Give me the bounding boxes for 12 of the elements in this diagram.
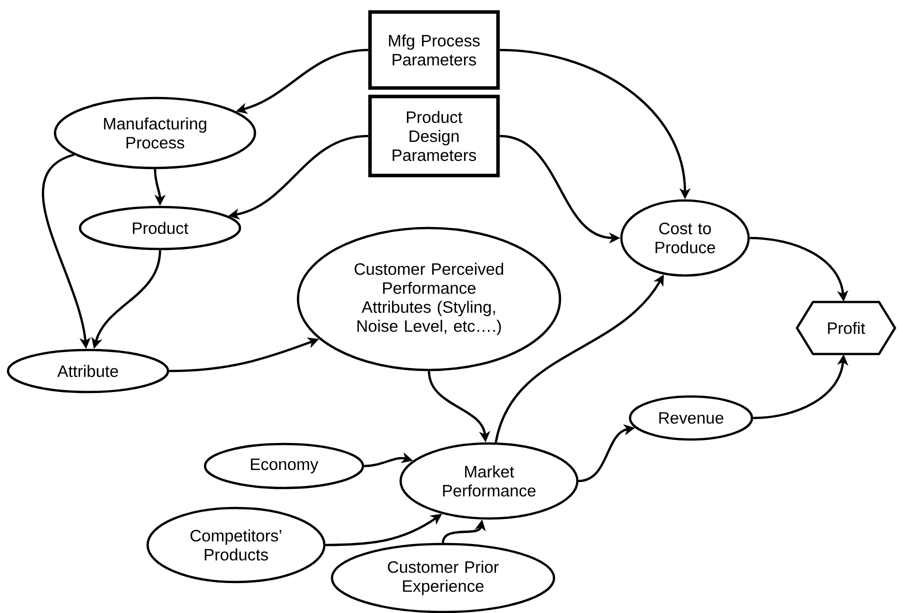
ellipse-node: Economy [204, 442, 364, 490]
ellipse-node: Revenue [628, 395, 754, 441]
ellipse-node: Cost to Produce [620, 199, 750, 277]
ellipse-node: Market Performance [399, 442, 579, 520]
ellipse-node: Product [78, 206, 242, 250]
parameter-box: Product Design Parameters [368, 94, 500, 178]
ellipse-node: Competitors’ Products [146, 506, 326, 584]
ellipse-node: Customer Perceived Performance Attributes (Styling, Noise Level, etc….) [296, 226, 562, 372]
ellipse-node: Manufacturing Process [54, 96, 256, 170]
parameter-box: Mfg Process Parameters [368, 10, 500, 90]
hexagon-node: Profit [796, 300, 896, 356]
ellipse-node: Attribute [6, 348, 170, 394]
